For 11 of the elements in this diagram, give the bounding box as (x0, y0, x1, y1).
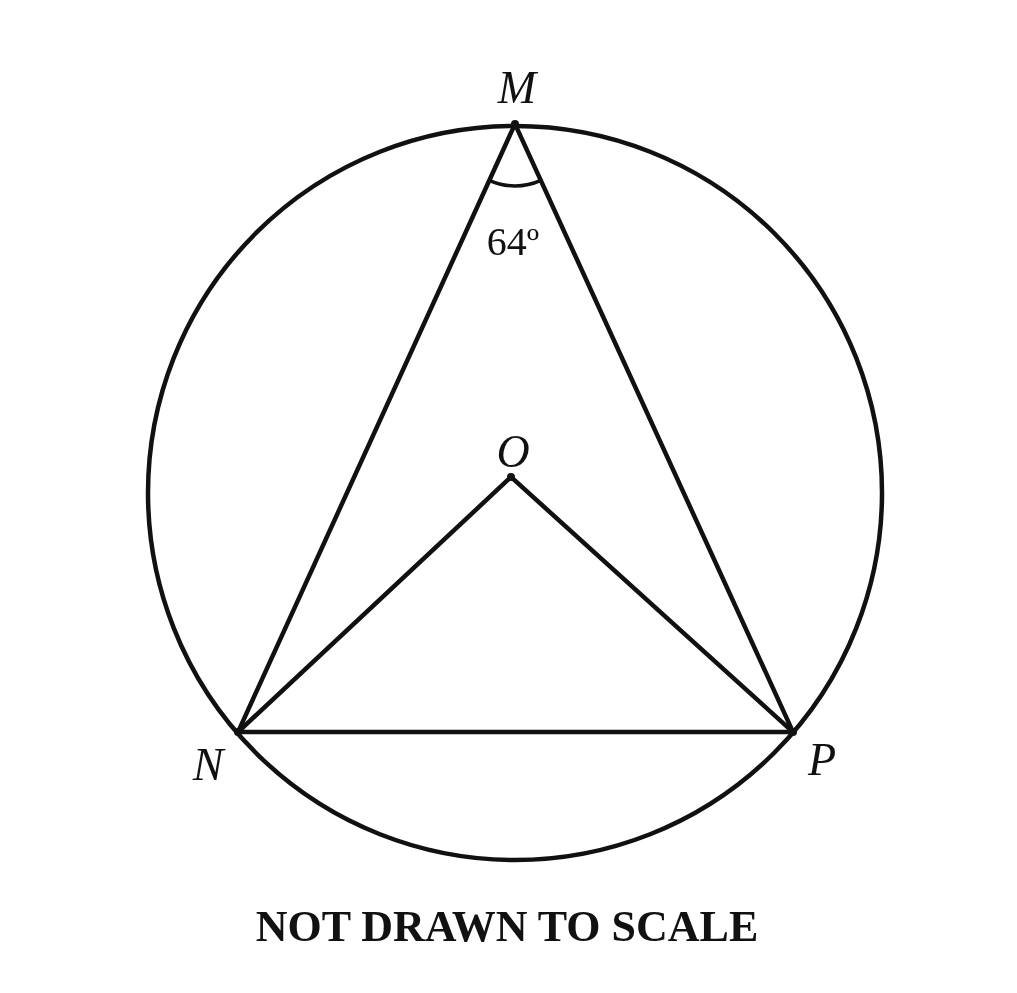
caption: NOT DRAWN TO SCALE (255, 905, 759, 949)
line-segment (237, 125, 516, 731)
vertex-label: O (496, 429, 530, 475)
line-segment (238, 477, 511, 732)
vertex-label: P (807, 737, 837, 783)
vertex-label: M (497, 65, 537, 111)
line-segment (239, 729, 792, 735)
line-segment (511, 477, 793, 732)
angle-label: 64º (486, 222, 540, 262)
line-segment (514, 125, 794, 731)
vertex-label: N (192, 742, 224, 788)
